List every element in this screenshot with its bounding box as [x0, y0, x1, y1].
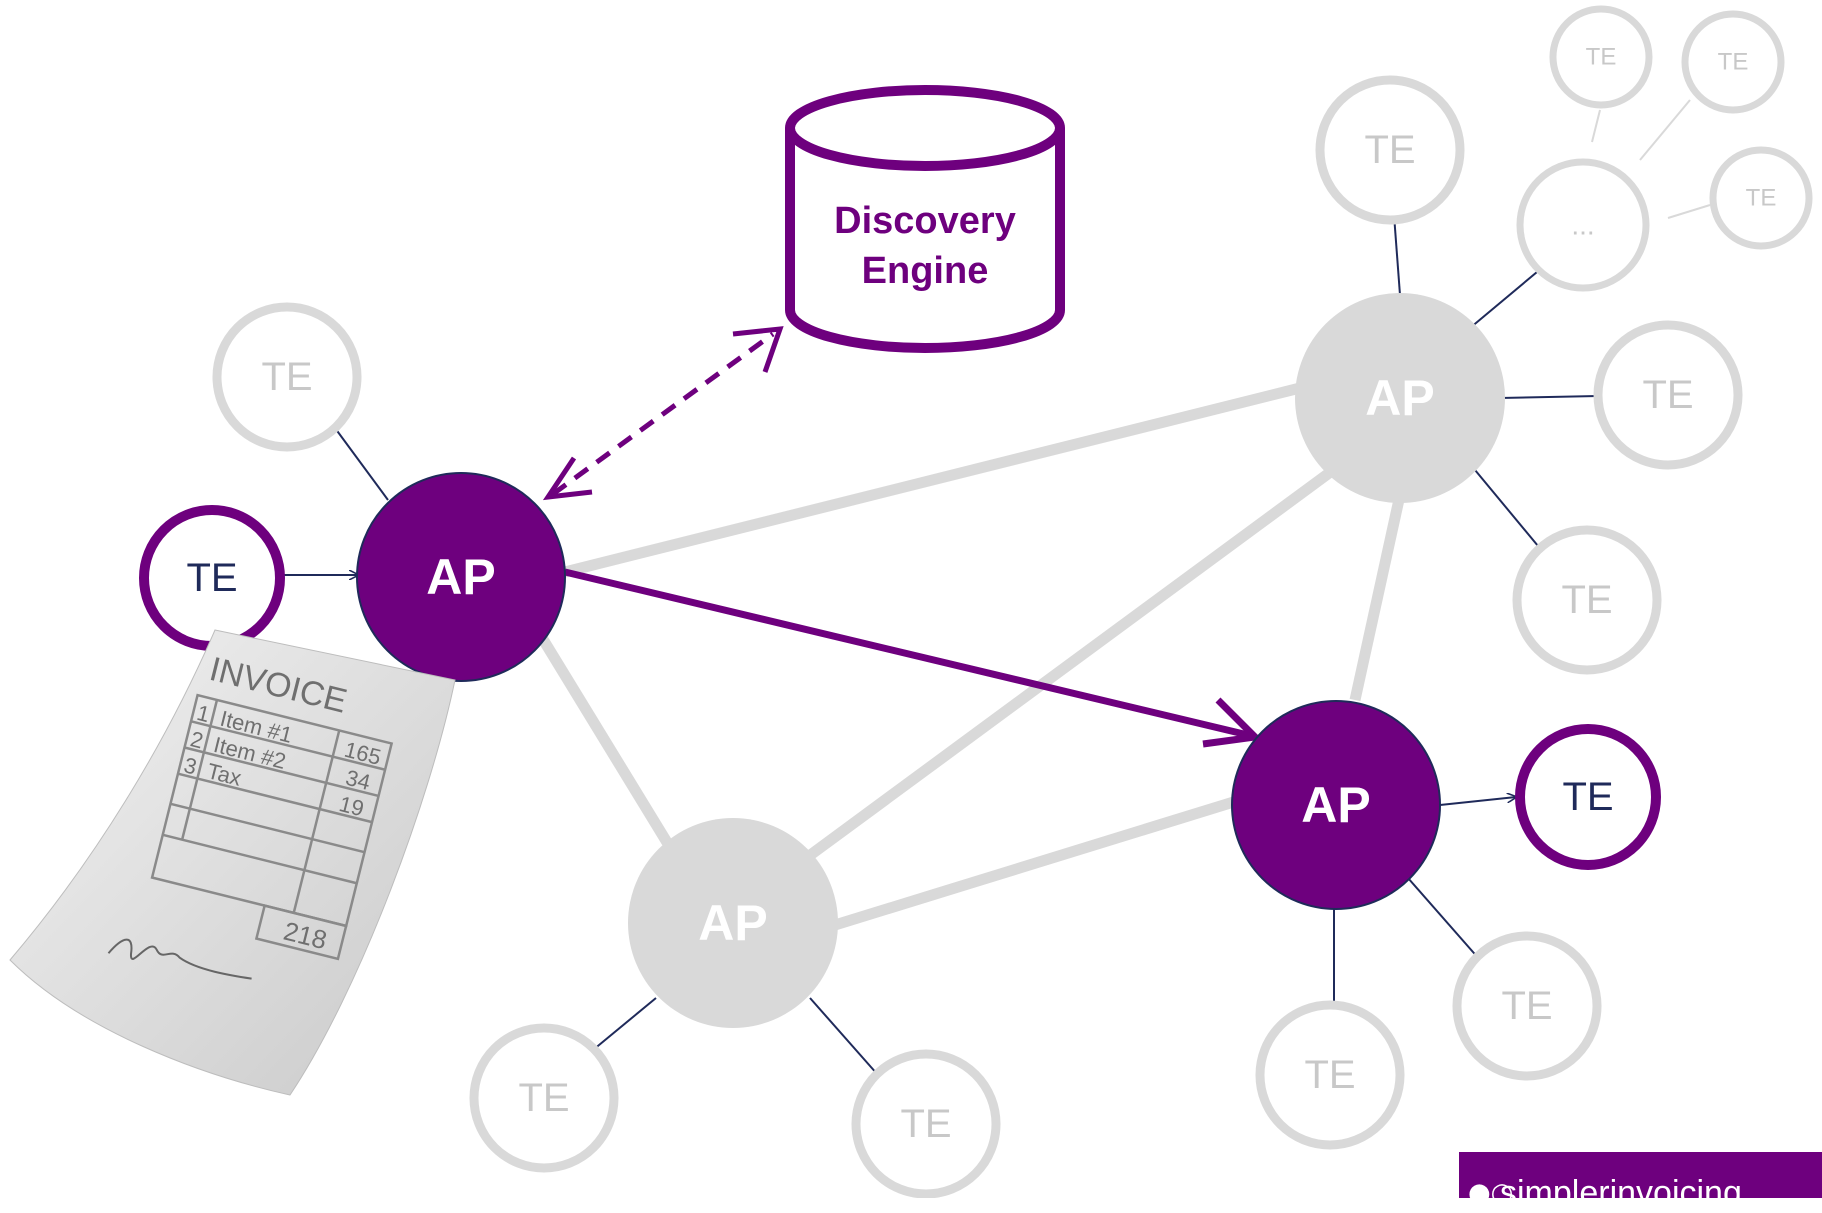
te-node: TE [469, 1023, 619, 1173]
svg-text:TE: TE [1562, 775, 1613, 819]
te-node: TE [1593, 320, 1743, 470]
svg-text:TE: TE [1501, 984, 1552, 1028]
connector-cluster-te-3 [1667, 204, 1711, 219]
svg-text:19: 19 [337, 791, 367, 821]
te-node: TE [1315, 75, 1465, 225]
svg-text:AP: AP [426, 549, 495, 605]
discovery-engine-label-line1: Discovery [834, 200, 1016, 242]
svg-text:TE: TE [900, 1102, 951, 1146]
te-node: TE [1549, 5, 1653, 109]
invoice-document: INVOICE 1 Item #1 165 2 Item #2 34 [9, 629, 456, 1096]
ap-mesh-links [525, 382, 1406, 931]
discovery-lookup-arrow [551, 331, 775, 497]
te-node: TE [1709, 146, 1813, 250]
footer-brand-label: simplerinvoicing [1500, 1174, 1742, 1212]
te-connectors [280, 187, 1599, 1076]
connector-te-b2-ap-bottom [809, 997, 879, 1076]
svg-text:AP: AP [1301, 777, 1370, 833]
connector-cluster-te-2 [1639, 99, 1691, 161]
inactive-ap-nodes: AP AP [628, 293, 1505, 1028]
svg-text:34: 34 [343, 765, 373, 795]
svg-text:...: ... [1571, 210, 1594, 241]
sender-ap-node: AP [356, 472, 566, 682]
invoice-grid [150, 693, 394, 961]
connector-te-r1-ap-topright [1499, 395, 1599, 399]
discovery-arrowhead-ap [542, 456, 593, 501]
connector-te-tl-ap-left [334, 427, 389, 501]
receiver-ap-node: AP [1231, 700, 1441, 910]
invoice-route-arrow [564, 568, 1249, 739]
more-node: ... [1516, 158, 1650, 292]
svg-text:3: 3 [181, 752, 199, 779]
svg-text:AP: AP [698, 895, 767, 951]
ap-node-topright: AP [1295, 293, 1505, 503]
link-ap-left-ap-bottom [525, 615, 695, 883]
svg-text:TE: TE [261, 355, 312, 399]
sender-te-node: TE [139, 505, 285, 651]
discovery-engine-label-line2: Engine [862, 250, 989, 292]
svg-text:TE: TE [1746, 185, 1777, 212]
te-node: TE [1512, 525, 1662, 675]
connector-te-r2-ap-topright [1474, 469, 1544, 553]
inactive-te-nodes: TE TE TE TE TE TE TE TE [212, 75, 1743, 1198]
te-node: TE [1452, 931, 1602, 1081]
remote-cluster: ... TE TE TE [1516, 5, 1813, 292]
te-node: TE [1255, 1000, 1405, 1150]
svg-text:AP: AP [1365, 370, 1434, 426]
link-ap-bottom-ap-topright [786, 460, 1344, 875]
message-flow [542, 326, 1263, 748]
svg-text:TE: TE [1718, 49, 1749, 76]
svg-text:2: 2 [188, 726, 206, 753]
svg-text:TE: TE [1586, 44, 1617, 71]
ap-node-bottom: AP [628, 818, 838, 1028]
svg-text:TE: TE [1642, 373, 1693, 417]
svg-text:1: 1 [194, 700, 212, 727]
discovery-arrowhead-engine [732, 326, 784, 373]
link-ap-left-ap-topright [563, 382, 1302, 578]
signature-scribble [107, 938, 252, 980]
invoice-route-arrowhead [1202, 697, 1263, 748]
footer-brand-badge [1459, 1152, 1822, 1198]
connector-te-b4-ap-right [1407, 877, 1481, 961]
svg-text:TE: TE [1364, 128, 1415, 172]
connector-more-ap-topright [1469, 271, 1538, 329]
link-ap-bottom-ap-right [833, 794, 1242, 931]
connector-te-b1-ap-bottom [592, 997, 657, 1051]
svg-text:TE: TE [1561, 578, 1612, 622]
te-node: TE [212, 302, 362, 452]
svg-text:TE: TE [1304, 1053, 1355, 1097]
link-ap-topright-ap-right [1349, 493, 1406, 702]
connector-cluster-te-1 [1591, 109, 1601, 143]
svg-text:TE: TE [186, 556, 237, 600]
arrow-ap-to-receiver-te [1439, 797, 1516, 806]
te-node: TE [851, 1049, 1001, 1198]
svg-text:TE: TE [518, 1076, 569, 1120]
discovery-engine: Discovery Engine [785, 85, 1065, 353]
receiver-te-node: TE [1515, 724, 1661, 870]
te-node: TE [1681, 10, 1785, 114]
cluster-connectors [1591, 99, 1711, 219]
